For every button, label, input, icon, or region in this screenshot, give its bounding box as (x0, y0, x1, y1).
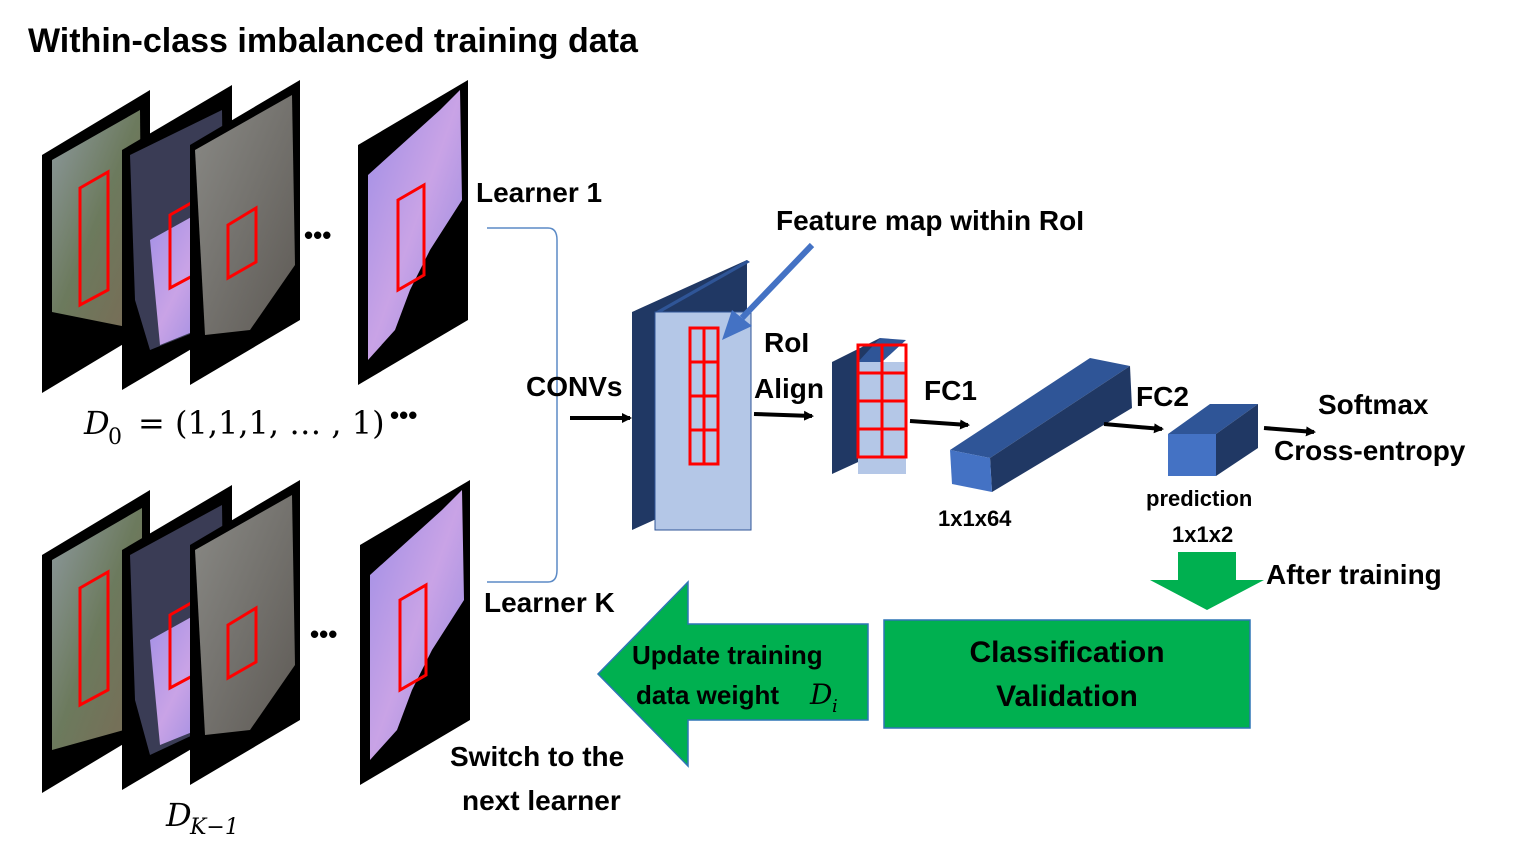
svg-text:= (1,1,1, … , 1): = (1,1,1, … , 1) (138, 404, 385, 442)
weights-ellipsis: ••• (390, 400, 417, 430)
fc1-label: FC1 (924, 375, 977, 406)
learner-1-label: Learner 1 (476, 177, 602, 208)
roi-align-arrow (753, 410, 814, 421)
prediction-label: prediction (1146, 486, 1252, 511)
svg-text:0: 0 (108, 425, 122, 450)
update-label-1: Update training (632, 640, 823, 670)
feature-map-callout-head (722, 310, 752, 340)
switch-label-1: Switch to the (450, 741, 624, 772)
fc1-dim-label: 1x1x64 (938, 506, 1012, 531)
roi-align-label-2: Align (754, 373, 824, 404)
weight-dk: D K−1 (165, 796, 239, 840)
svg-text:data weight: data weight (636, 680, 779, 710)
classification-label-2: Validation (996, 680, 1138, 713)
feature-map-callout-line (739, 242, 815, 321)
feature-map-block (632, 260, 752, 531)
update-label-2: data weight D i (636, 678, 838, 717)
feature-map-label: Feature map within RoI (776, 205, 1084, 236)
weight-d0: D 0 = (1,1,1, … , 1) (83, 404, 385, 450)
learner-k-label: Learner K (484, 587, 615, 618)
roi-grid-small (856, 343, 908, 459)
after-training-arrow (1150, 552, 1264, 610)
fc2-label: FC2 (1136, 381, 1189, 412)
roi-align-label-1: RoI (764, 327, 809, 358)
roi-block (832, 338, 908, 474)
svg-text:i: i (832, 696, 838, 717)
update-weight-arrow (596, 580, 869, 768)
learner-bracket (487, 227, 558, 583)
classification-validation-box (883, 619, 1251, 729)
roi-grid-large (688, 326, 720, 466)
convs-label: CONVs (526, 371, 622, 402)
stack-bottom-ellipsis: ••• (310, 619, 337, 649)
svg-text:D: D (809, 678, 832, 711)
prediction-dim-label: 1x1x2 (1172, 522, 1233, 547)
switch-label-2: next learner (462, 785, 621, 816)
svg-text:D: D (83, 404, 110, 442)
cross-entropy-label: Cross-entropy (1274, 435, 1466, 466)
diagram-title: Within-class imbalanced training data (28, 22, 639, 60)
svg-text:D: D (165, 796, 192, 834)
after-training-label: After training (1266, 559, 1442, 590)
svg-text:K−1: K−1 (189, 815, 239, 840)
fc2-arrow (1103, 422, 1164, 434)
fc1-block (950, 358, 1132, 492)
fc2-block (1168, 404, 1258, 476)
image-stack-bottom: ••• (42, 480, 470, 793)
classification-label-1: Classification (969, 636, 1164, 669)
fc1-arrow (909, 419, 970, 430)
image-stack-top: ••• (42, 80, 468, 393)
softmax-arrow (1263, 426, 1316, 437)
stack-top-ellipsis: ••• (304, 220, 331, 250)
softmax-label: Softmax (1318, 389, 1429, 420)
